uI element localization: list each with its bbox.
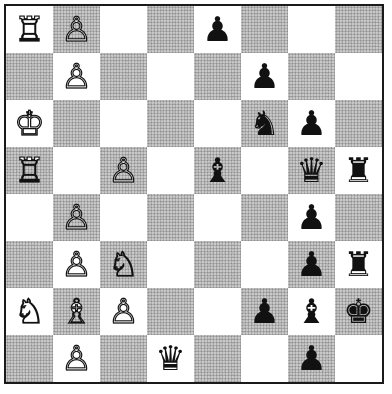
square-c2[interactable]: ♙ <box>100 288 147 335</box>
black-rook-icon[interactable]: ♜ <box>343 248 373 282</box>
square-h2[interactable]: ♚ <box>335 288 382 335</box>
square-f8[interactable] <box>241 6 288 53</box>
square-e2[interactable] <box>194 288 241 335</box>
square-f6[interactable]: ♞ <box>241 100 288 147</box>
white-knight-icon[interactable]: ♘ <box>14 295 44 329</box>
black-bishop-icon[interactable]: ♝ <box>296 295 326 329</box>
square-h5[interactable]: ♜ <box>335 147 382 194</box>
white-king-icon[interactable]: ♔ <box>14 107 44 141</box>
square-b2[interactable]: ♗ <box>53 288 100 335</box>
square-g8[interactable] <box>288 6 335 53</box>
square-g5[interactable]: ♛ <box>288 147 335 194</box>
black-bishop-icon[interactable]: ♝ <box>202 154 232 188</box>
white-knight-icon[interactable]: ♘ <box>108 248 138 282</box>
square-e1[interactable] <box>194 335 241 382</box>
square-d2[interactable] <box>147 288 194 335</box>
square-c4[interactable] <box>100 194 147 241</box>
black-pawn-icon[interactable]: ♟ <box>202 13 232 47</box>
square-h8[interactable] <box>335 6 382 53</box>
square-c5[interactable]: ♙ <box>100 147 147 194</box>
square-g4[interactable]: ♟ <box>288 194 335 241</box>
square-b7[interactable]: ♙ <box>53 53 100 100</box>
square-c8[interactable] <box>100 6 147 53</box>
square-f5[interactable] <box>241 147 288 194</box>
black-pawn-icon[interactable]: ♟ <box>249 295 279 329</box>
square-c3[interactable]: ♘ <box>100 241 147 288</box>
square-e4[interactable] <box>194 194 241 241</box>
square-h7[interactable] <box>335 53 382 100</box>
square-d4[interactable] <box>147 194 194 241</box>
white-pawn-icon[interactable]: ♙ <box>108 154 138 188</box>
square-b4[interactable]: ♙ <box>53 194 100 241</box>
square-d3[interactable] <box>147 241 194 288</box>
square-f2[interactable]: ♟ <box>241 288 288 335</box>
black-king-icon[interactable]: ♚ <box>343 295 373 329</box>
square-g3[interactable]: ♟ <box>288 241 335 288</box>
black-queen-icon[interactable]: ♛ <box>155 342 185 376</box>
white-rook-icon[interactable]: ♖ <box>14 13 44 47</box>
white-pawn-icon[interactable]: ♙ <box>61 60 91 94</box>
square-a5[interactable]: ♖ <box>6 147 53 194</box>
square-d6[interactable] <box>147 100 194 147</box>
square-a7[interactable] <box>6 53 53 100</box>
square-b1[interactable]: ♙ <box>53 335 100 382</box>
square-c6[interactable] <box>100 100 147 147</box>
square-f3[interactable] <box>241 241 288 288</box>
square-a1[interactable] <box>6 335 53 382</box>
square-a6[interactable]: ♔ <box>6 100 53 147</box>
black-pawn-icon[interactable]: ♟ <box>249 60 279 94</box>
white-pawn-icon[interactable]: ♙ <box>61 201 91 235</box>
square-e7[interactable] <box>194 53 241 100</box>
square-e6[interactable] <box>194 100 241 147</box>
square-a4[interactable] <box>6 194 53 241</box>
square-d8[interactable] <box>147 6 194 53</box>
square-b3[interactable]: ♙ <box>53 241 100 288</box>
black-knight-icon[interactable]: ♞ <box>249 107 279 141</box>
white-pawn-icon[interactable]: ♙ <box>61 248 91 282</box>
square-h4[interactable] <box>335 194 382 241</box>
square-f7[interactable]: ♟ <box>241 53 288 100</box>
square-h6[interactable] <box>335 100 382 147</box>
square-g6[interactable]: ♟ <box>288 100 335 147</box>
chess-board: ♖ ♙ ♟ ♙ ♟ ♔ ♞ ♟ ♖ ♙ ♝ ♛ ♜ ♙ ♟ ♙ ♘ ♟ ♜ ♘ ♗ ♙ ♟ ♝ ♚ ♙ ♛ ♟ <box>4 4 384 384</box>
square-c7[interactable] <box>100 53 147 100</box>
black-rook-icon[interactable]: ♜ <box>343 154 373 188</box>
white-bishop-icon[interactable]: ♗ <box>61 295 91 329</box>
white-rook-icon[interactable]: ♖ <box>14 154 44 188</box>
square-e8[interactable]: ♟ <box>194 6 241 53</box>
square-a2[interactable]: ♘ <box>6 288 53 335</box>
square-a3[interactable] <box>6 241 53 288</box>
black-pawn-icon[interactable]: ♟ <box>296 342 326 376</box>
white-pawn-icon[interactable]: ♙ <box>108 295 138 329</box>
square-a8[interactable]: ♖ <box>6 6 53 53</box>
square-d5[interactable] <box>147 147 194 194</box>
square-b8[interactable]: ♙ <box>53 6 100 53</box>
square-c1[interactable] <box>100 335 147 382</box>
square-d7[interactable] <box>147 53 194 100</box>
black-pawn-icon[interactable]: ♟ <box>296 201 326 235</box>
black-queen-icon[interactable]: ♛ <box>296 154 326 188</box>
white-pawn-icon[interactable]: ♙ <box>61 13 91 47</box>
square-d1[interactable]: ♛ <box>147 335 194 382</box>
square-g2[interactable]: ♝ <box>288 288 335 335</box>
black-pawn-icon[interactable]: ♟ <box>296 107 326 141</box>
square-h3[interactable]: ♜ <box>335 241 382 288</box>
black-pawn-icon[interactable]: ♟ <box>296 248 326 282</box>
square-f1[interactable] <box>241 335 288 382</box>
square-b5[interactable] <box>53 147 100 194</box>
square-b6[interactable] <box>53 100 100 147</box>
square-h1[interactable] <box>335 335 382 382</box>
square-e5[interactable]: ♝ <box>194 147 241 194</box>
square-g1[interactable]: ♟ <box>288 335 335 382</box>
square-f4[interactable] <box>241 194 288 241</box>
square-g7[interactable] <box>288 53 335 100</box>
square-e3[interactable] <box>194 241 241 288</box>
white-pawn-icon[interactable]: ♙ <box>61 342 91 376</box>
